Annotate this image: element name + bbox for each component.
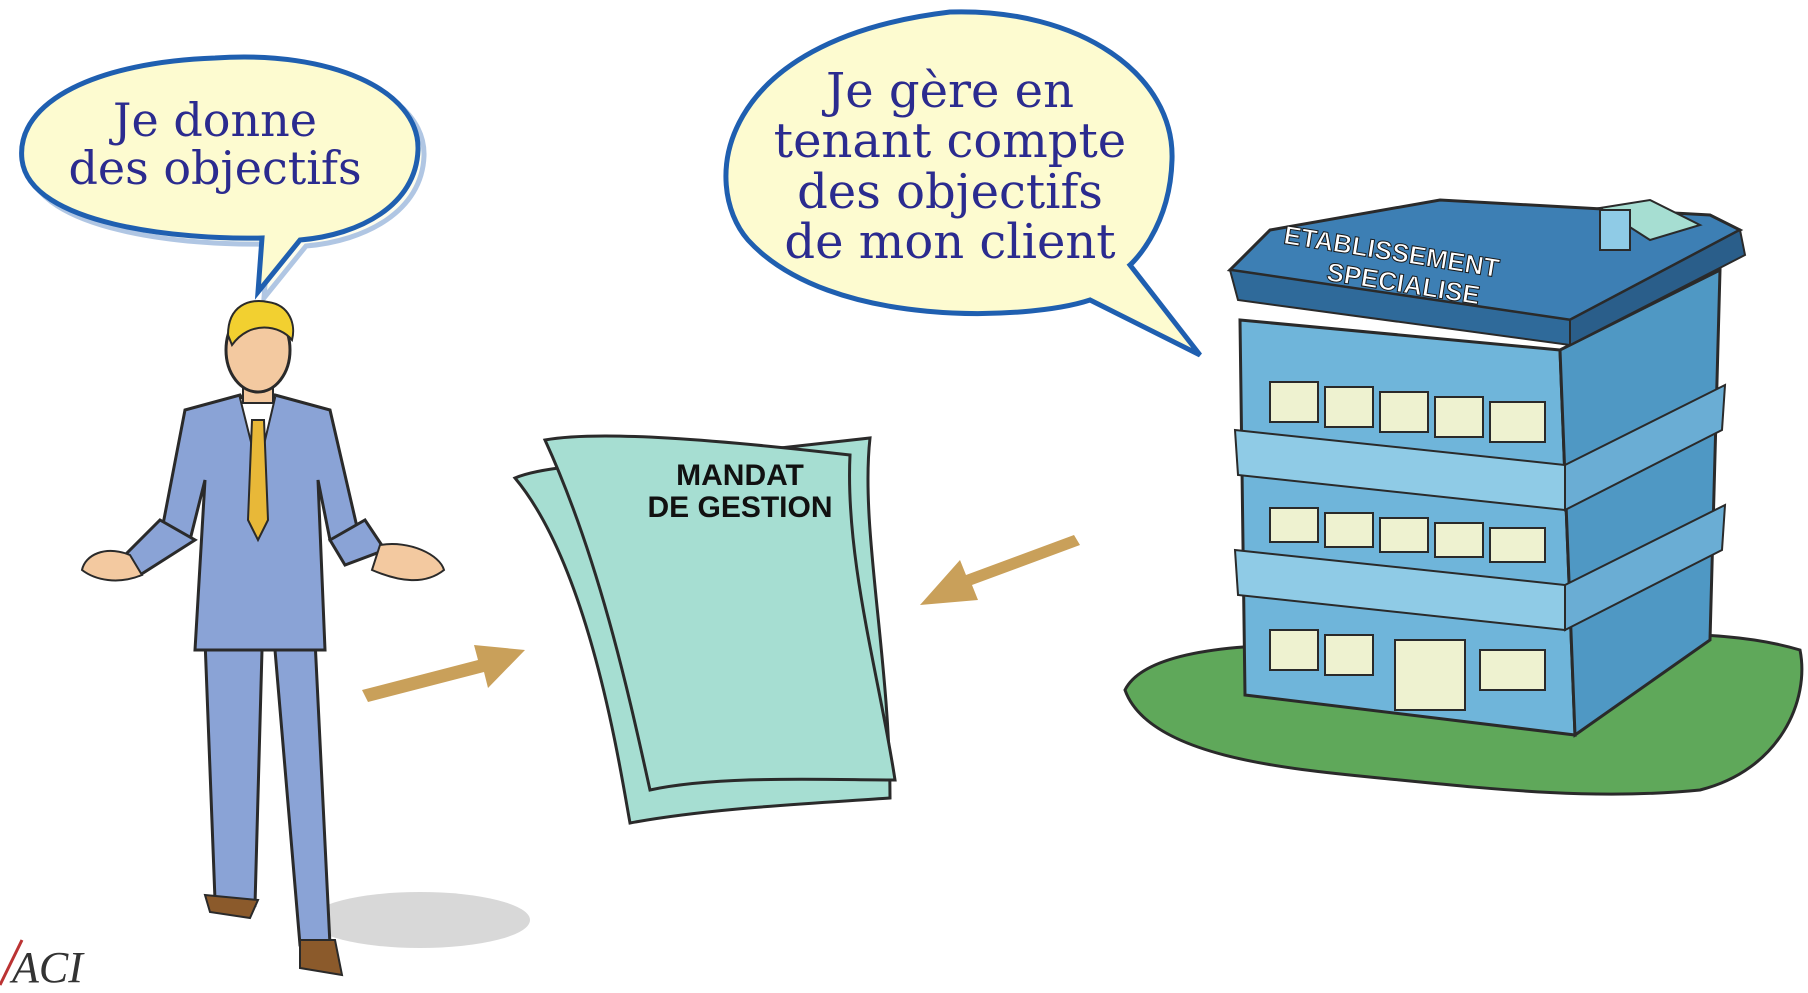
speech-bubble-left [19, 54, 427, 306]
arrow-building-to-document [920, 535, 1080, 605]
document-title: MANDAT DE GESTION [590, 460, 890, 523]
bubble-right-line-1: Je gère en [826, 63, 1074, 119]
document-title-line-1: MANDAT [676, 459, 804, 492]
logo-slash [0, 939, 24, 986]
bubble-left-line-2: des objectifs [68, 141, 362, 196]
bubble-left-line-1: Je donne [113, 93, 317, 147]
shadow [310, 892, 530, 948]
bubble-right-line-3: des objectifs [797, 163, 1103, 220]
mandat-document [512, 434, 897, 825]
building: ETABLISSEMENT SPECIALISE [1123, 198, 1804, 796]
bubble-right-line-2: tenant compte [773, 113, 1127, 170]
bubble-right-text: Je gère en tenant compte des objectifs d… [745, 66, 1155, 268]
aci-logo: ACI [12, 943, 83, 992]
bubble-right-line-4: de mon client [784, 214, 1116, 271]
bubble-left-text: Je donne des objectifs [50, 96, 380, 193]
man-figure [80, 300, 530, 977]
speech-bubble-right [723, 9, 1202, 358]
arrow-man-to-document [362, 645, 525, 702]
document-title-line-2: DE GESTION [647, 490, 833, 524]
